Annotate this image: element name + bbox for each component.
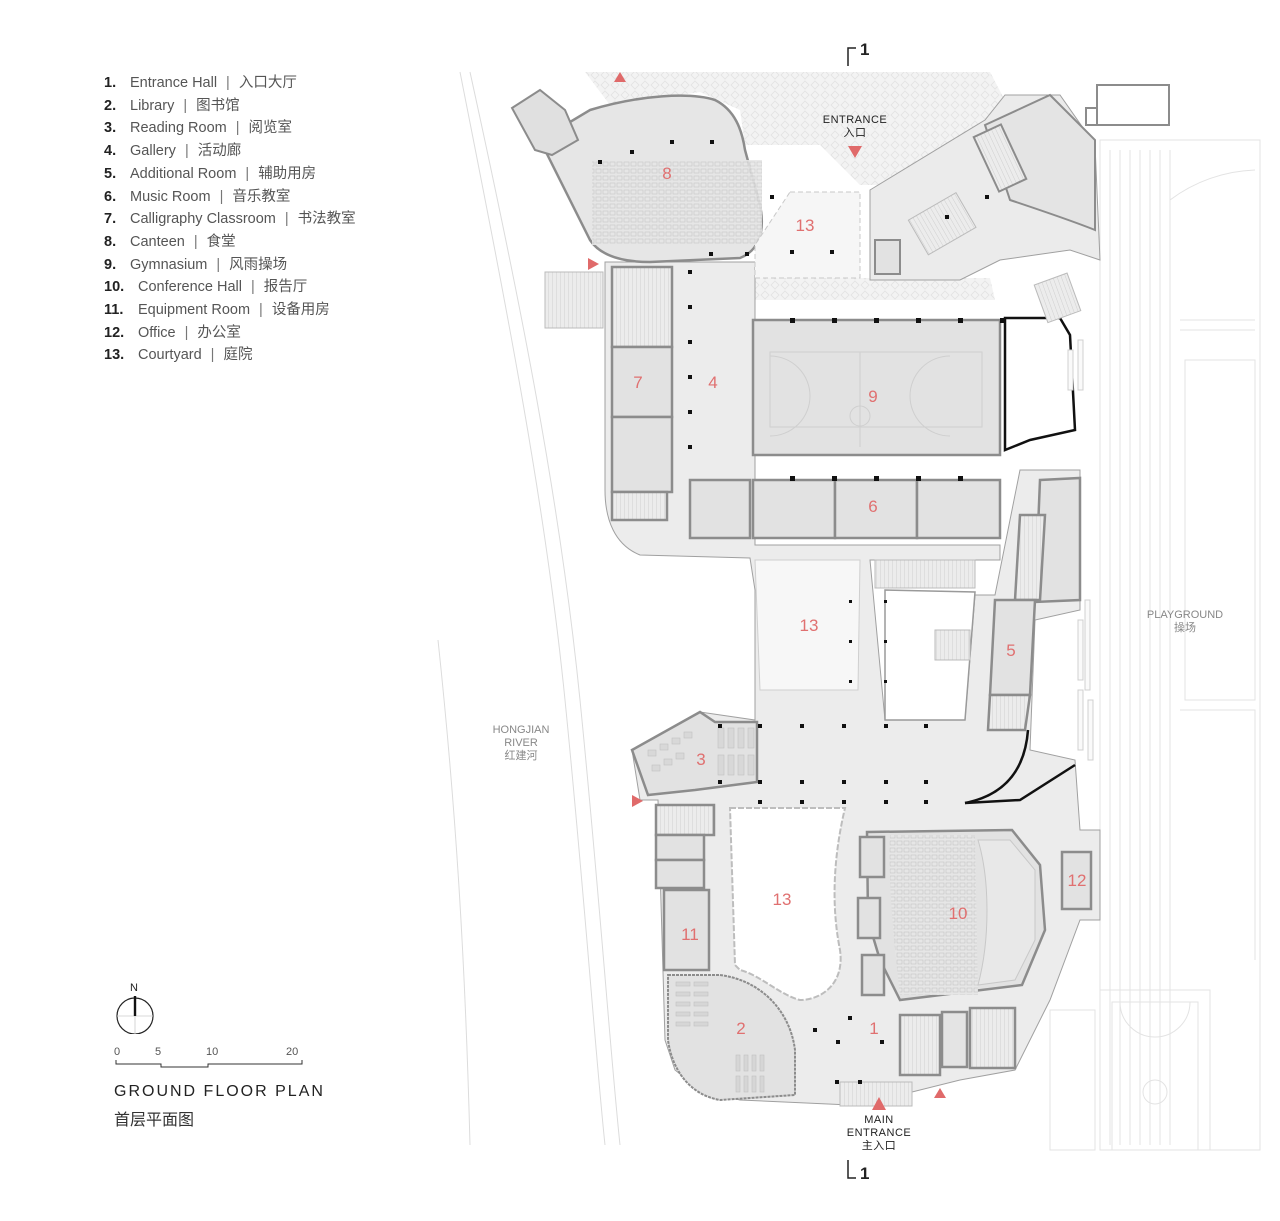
- legend-item: 12.Office|办公室: [104, 324, 241, 341]
- room-number-tag: 12: [1067, 871, 1087, 890]
- equipment-rooms: [654, 803, 716, 972]
- additional-rooms: [986, 476, 1082, 732]
- music-rooms: [688, 478, 1002, 540]
- gymnasium-room: [751, 318, 1002, 457]
- legend-item: 2.Library|图书馆: [104, 97, 240, 114]
- legend-item: 13.Courtyard|庭院: [104, 347, 253, 364]
- room-number-tag: 13: [799, 616, 819, 635]
- legend-item: 3.Reading Room|阅览室: [104, 120, 293, 137]
- room-number-tag: 13: [795, 216, 815, 235]
- legend-item: 6.Music Room|音乐教室: [104, 188, 291, 205]
- room-legend: 1.Entrance Hall|入口大厅 2.Library|图书馆 3.Rea…: [104, 72, 356, 367]
- legend-item: 9.Gymnasium|风雨操场: [104, 256, 288, 273]
- courtyard-south: [728, 807, 847, 1002]
- room-number-tag: 6: [868, 497, 878, 516]
- legend-item: 5.Additional Room|辅助用房: [104, 165, 317, 182]
- plan-title: GROUND FLOOR PLAN: [114, 1083, 325, 1100]
- river-edge: [437, 71, 621, 1146]
- river-label: HONGJIAN RIVER 红建河: [492, 724, 550, 762]
- room-number-tag: 5: [1006, 641, 1016, 660]
- office-room: [1060, 850, 1093, 911]
- playground-track: [1049, 139, 1261, 1151]
- north-entrance-label: ENTRANCE 入口: [822, 114, 888, 139]
- north-strip: [755, 278, 995, 300]
- canteen-tables: [592, 160, 762, 245]
- room-number-tag: 8: [662, 164, 672, 183]
- north-plaza: [585, 72, 1010, 185]
- calligraphy-rooms: [610, 265, 674, 522]
- legend-item: 10.Conference Hall|报告厅: [104, 279, 308, 296]
- room-number-tag: 7: [633, 373, 643, 392]
- room-number-tag: 4: [708, 373, 718, 392]
- reading-room: [630, 710, 759, 797]
- legend-item: 11.Equipment Room|设备用房: [104, 302, 330, 319]
- main-entrance-label: MAIN ENTRANCE 主入口: [846, 1114, 912, 1152]
- legend-item: 1.Entrance Hall|入口大厅: [104, 75, 297, 91]
- legend-item: 4.Gallery|活动廊: [104, 143, 242, 160]
- plan-title-cn: 首层平面图: [114, 1112, 195, 1129]
- scale-bar: 0 5 10 20: [112, 1046, 312, 1074]
- entrance-markers: [588, 72, 946, 1110]
- legend-item: 7.Calligraphy Classroom|书法教室: [104, 211, 356, 228]
- courtyard-middle: [754, 559, 861, 691]
- room-number-tag: 10: [948, 904, 968, 923]
- room-number-tag: 9: [868, 387, 878, 406]
- basketball-court: [769, 351, 983, 447]
- room-number-tag: 1: [869, 1019, 879, 1038]
- north-arrow-icon: N: [112, 982, 158, 1034]
- legend-item: 8.Canteen|食堂: [104, 233, 236, 250]
- room-number-tag: 11: [681, 925, 699, 944]
- north-annex: [1085, 84, 1170, 126]
- room-number-tag: 3: [696, 750, 706, 769]
- structural-columns: [598, 140, 1005, 1084]
- room-number-tag: 2: [736, 1019, 746, 1038]
- playground-label: PLAYGROUND 操场: [1146, 609, 1224, 634]
- room-number-tag: 13: [772, 890, 792, 909]
